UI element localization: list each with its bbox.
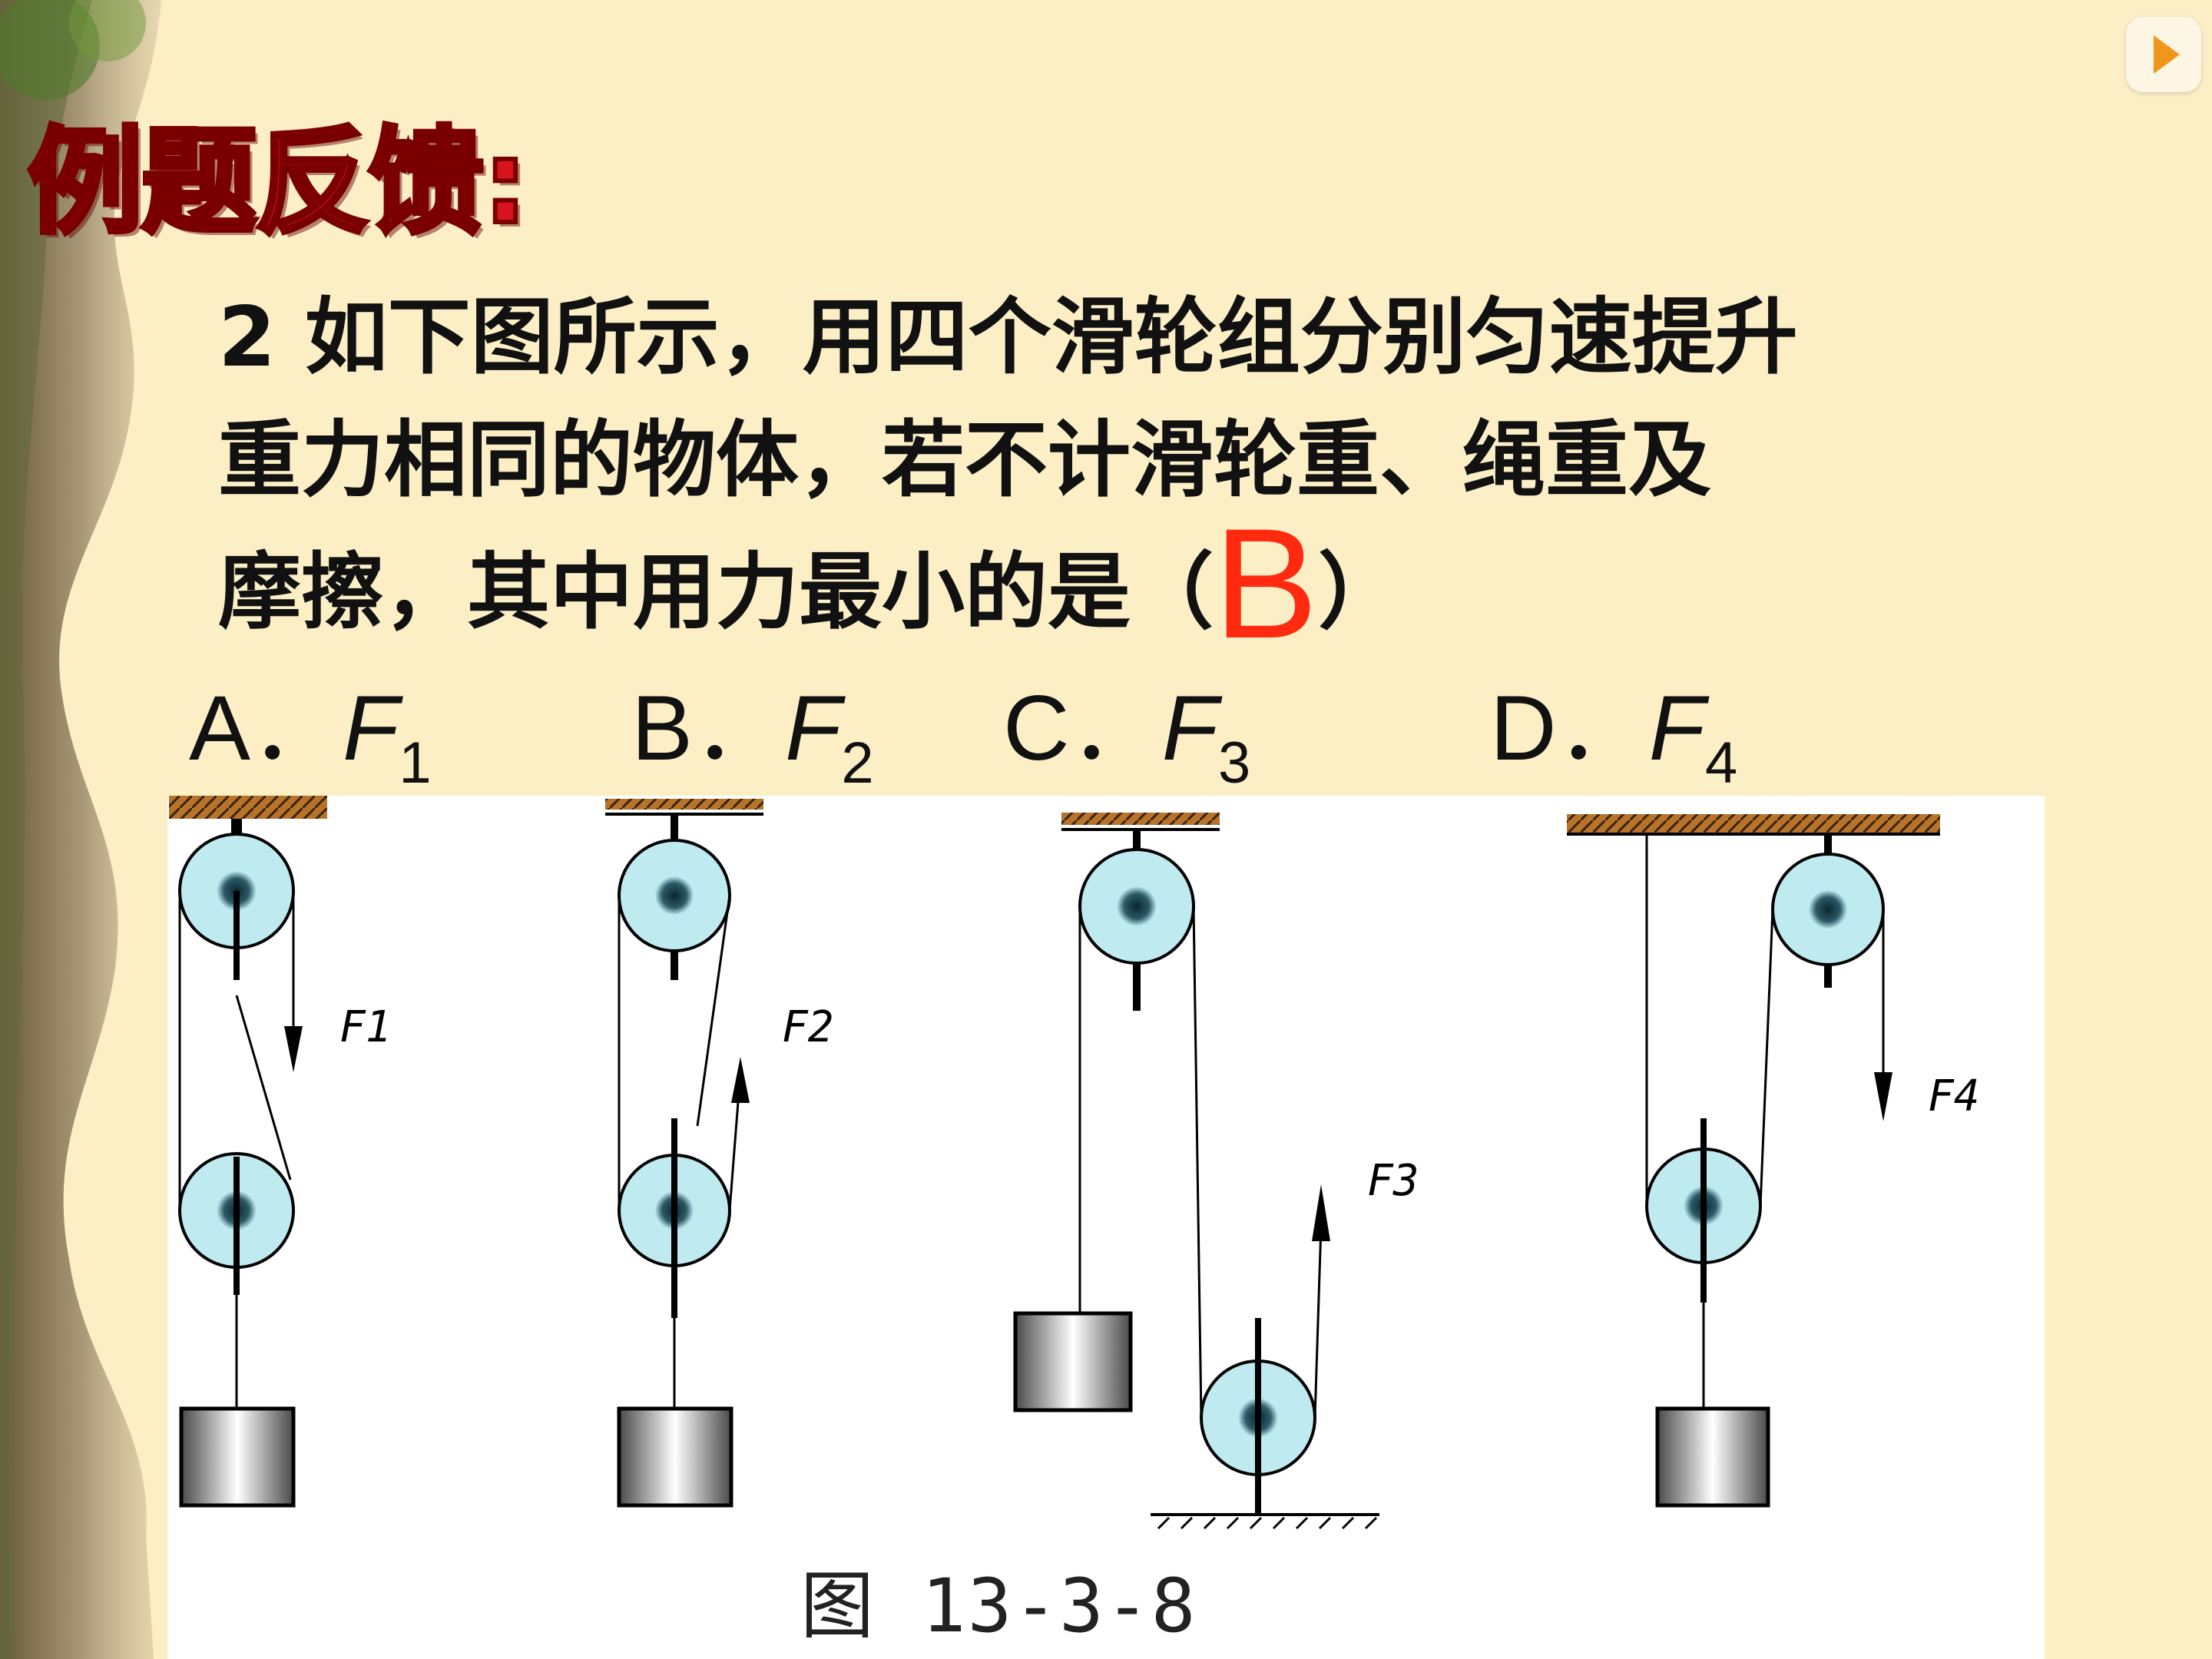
ceiling-3	[1061, 813, 1220, 825]
option-b-force: F	[785, 677, 842, 780]
pulley-2-fixed	[618, 839, 731, 952]
option-a-sub: 1	[399, 730, 432, 796]
page-title: 例题反馈:	[25, 114, 531, 252]
option-b[interactable]: B．F2	[631, 653, 874, 796]
play-icon	[2154, 35, 2180, 74]
option-a[interactable]: A．F1	[189, 653, 432, 796]
pulley-system-3: F3	[1013, 813, 1419, 1530]
ceiling-4	[1567, 814, 1940, 833]
answer-letter: B	[1214, 496, 1319, 671]
question-line-2: 重力相同的物体，若不计滑轮重、绳重及	[218, 412, 1712, 508]
arrow-f2	[731, 1057, 750, 1103]
label-f3: F3	[1367, 1156, 1419, 1206]
pulley-diagram: F1 F2	[169, 796, 1979, 1530]
option-b-sub: 2	[841, 730, 874, 796]
option-c-force: F	[1161, 677, 1218, 780]
option-a-letter: A．	[189, 677, 343, 780]
option-c-letter: C．	[1003, 677, 1162, 780]
pulley-system-1: F1	[169, 796, 391, 1508]
option-c[interactable]: C．F3	[1003, 653, 1250, 796]
option-d-force: F	[1648, 677, 1705, 780]
pulley-system-4: F4	[1567, 814, 1979, 1508]
arrow-f4	[1874, 1072, 1892, 1121]
weight-2	[617, 1406, 733, 1508]
arrow-f1	[284, 1026, 303, 1072]
pulley-system-2: F2	[605, 799, 833, 1508]
option-d-letter: D．	[1490, 677, 1649, 780]
label-f4: F4	[1928, 1071, 1979, 1121]
pulley-4-fixed	[1771, 853, 1885, 966]
weight-1	[179, 1406, 296, 1508]
weight-3	[1013, 1311, 1133, 1412]
pulley-figure: F1 F2	[167, 796, 2045, 1659]
option-d[interactable]: D．F4	[1490, 653, 1737, 796]
figure-caption: 图 13-3-8	[800, 1563, 1197, 1649]
arrow-f3	[1312, 1184, 1330, 1241]
weight-4	[1655, 1406, 1770, 1508]
label-f1: F1	[339, 1002, 391, 1052]
option-c-sub: 3	[1217, 730, 1251, 796]
question-text: 2 如下图所示，用四个滑轮组分别匀速提升 重力相同的物体，若不计滑轮重、绳重及 …	[218, 276, 2184, 662]
option-b-letter: B．	[631, 677, 786, 780]
question-line-3-text: 摩擦，其中用力最小的是（	[218, 545, 1214, 641]
pulley-3-fixed	[1078, 848, 1195, 965]
answer-options: A．F1 B．F2 C．F3 D．F4	[0, 653, 2212, 796]
option-a-force: F	[343, 677, 399, 780]
tree-decoration	[0, 0, 161, 1659]
option-d-sub: 4	[1704, 730, 1738, 796]
question-line-3-close: ）	[1318, 545, 1402, 641]
question-line-1: 2 如下图所示，用四个滑轮组分别匀速提升	[218, 290, 1798, 386]
play-button[interactable]	[2126, 17, 2201, 92]
label-f2: F2	[782, 1002, 833, 1052]
ceiling-1	[169, 796, 327, 819]
question-line-3: 摩擦，其中用力最小的是（B）	[218, 505, 2184, 662]
ceiling-2	[605, 799, 763, 810]
